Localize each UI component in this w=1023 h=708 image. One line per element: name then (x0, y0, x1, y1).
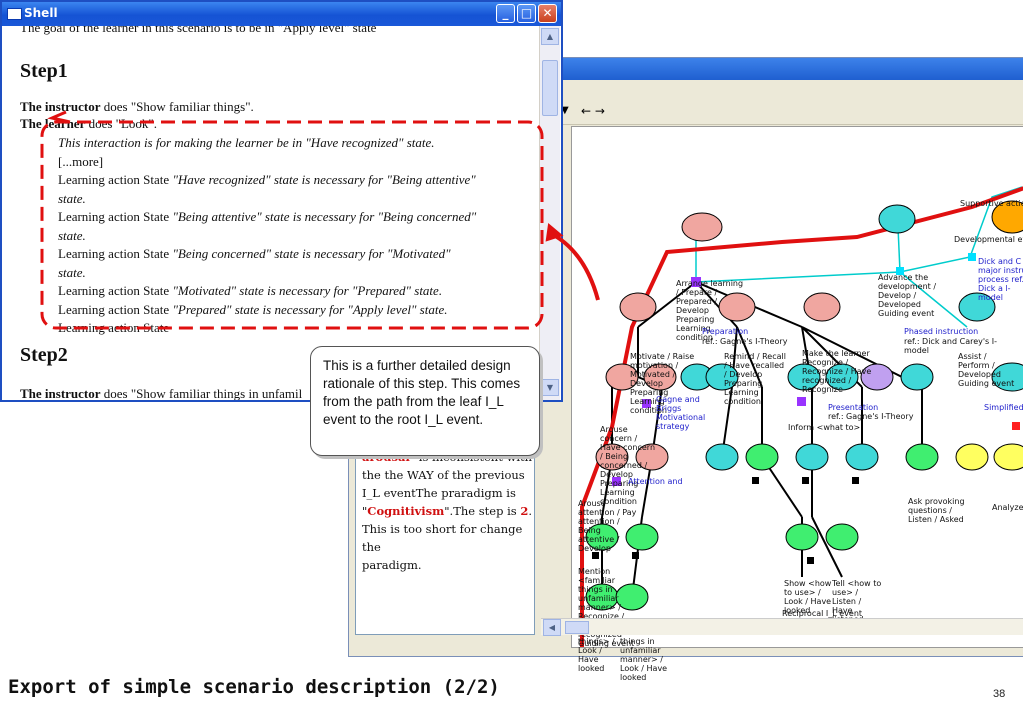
scroll-down-button[interactable]: ▼ (541, 379, 559, 396)
rationale-line: This interaction is for making the learn… (58, 135, 435, 150)
node-label-preparation: Preparation (702, 327, 749, 336)
rationale-line: Learning action State "Being concerned" … (58, 246, 451, 261)
instructor-line: The instructor does "Show familiar thing… (20, 99, 254, 114)
rationale-line: state. (58, 264, 86, 280)
vertical-scrollbar[interactable]: ▲ ▼ (539, 26, 560, 400)
scenario-graph-canvas[interactable]: Supportive action Developmental event Di… (571, 126, 1023, 682)
horizontal-scrollbar[interactable]: ◀ (541, 618, 1023, 636)
node-label-devevent: Developmental event (954, 235, 1023, 244)
page-number: 38 (993, 688, 1006, 700)
node-label-presentation: Presentation (828, 403, 879, 412)
dashed-highlight-box (40, 120, 544, 330)
rationale-line: Learning action State "Being attentive" … (58, 209, 477, 224)
panel-line-3: I_L eventThe praradigm is (362, 486, 516, 500)
shell-window: Shell _ □ ✕ The goal of the learner in t… (0, 0, 563, 402)
window-title: Shell (24, 6, 58, 20)
rationale-line: state. (58, 227, 86, 243)
panel-line-6: paradigm. (362, 558, 422, 572)
small-arrow-icon (47, 110, 71, 124)
editor-toolbar: ▼ ← → (559, 102, 1023, 125)
node-label-make: Make the learner Recognize / Recognize /… (802, 349, 872, 394)
arrow-head-icon (545, 222, 564, 242)
scroll-thumb[interactable] (542, 60, 558, 116)
scroll-left-button[interactable]: ◀ (543, 619, 561, 636)
step1-heading: Step1 (20, 60, 68, 82)
window-icon (7, 8, 22, 20)
node-label-advance: Advance the development / Develop / Deve… (878, 273, 937, 318)
scenario-graph (580, 186, 1023, 647)
link-arrow (547, 230, 600, 301)
panel-line-5: This is too short for change the (362, 522, 523, 554)
rationale-line: Learning action State "Prepared" state i… (58, 301, 448, 317)
scroll-up-button[interactable]: ▲ (541, 28, 559, 45)
rationale-line: state. (58, 190, 86, 206)
step2-heading: Step2 (20, 344, 68, 366)
node-label-simplified: Simplified (984, 403, 1023, 412)
rationale-list: This interaction is for making the learn… (58, 134, 476, 338)
node-label-askprov: Ask provoking questions / Listen / Asked (908, 497, 965, 524)
node-label-gagnebriggs: Gagne and Briggs Motivational strategy (656, 395, 706, 431)
node-label-inform: Inform <what to> (788, 423, 861, 432)
node-label-analyze: Analyze (992, 503, 1023, 512)
node-label-assist: Assist / Perform / Developed Guiding eve… (958, 352, 1015, 388)
dropdown-arrow-icon[interactable]: ▼ (561, 105, 569, 116)
instructor-line-2: The instructor does "Show familiar thing… (20, 386, 303, 400)
node-label-dickref: ref.: Dick and Carey's I-model (904, 337, 998, 355)
node-label-reciprocal: Reciprocal I_L event (782, 609, 863, 618)
minimize-button[interactable]: _ (496, 4, 515, 23)
node-label-gagne1: ref.: Gagne's I-Theory (702, 337, 788, 346)
close-button[interactable]: ✕ (538, 4, 557, 23)
node-label-show3: Show <how to use> / Look / Have looked (784, 579, 832, 615)
goal-line: The goal of the learner in this scenario… (20, 26, 377, 35)
highlight-path (580, 186, 1023, 647)
node-label-supportive: Supportive action (960, 199, 1023, 208)
shell-titlebar: Shell _ □ ✕ (2, 2, 561, 26)
node-label-arouse2: Arouse attention / Pay attention / Being… (578, 499, 637, 553)
nav-arrows[interactable]: ← → (581, 104, 605, 118)
node-label-arouse: Arouse concern / Have concern / Being co… (600, 425, 656, 506)
node-label-attention: Attention and (628, 477, 683, 486)
more-link[interactable]: [...more] (58, 153, 104, 169)
maximize-button[interactable]: □ (517, 4, 536, 23)
node-label-phased: Phased instruction (904, 327, 979, 336)
rationale-line: Learning action State (58, 320, 170, 335)
panel-line-2: the the WAY of the previous (362, 468, 525, 482)
node-label-remind: Remind / Recall / Have recalled / Develo… (724, 352, 786, 406)
rationale-line: Learning action State "Have recognized" … (58, 172, 476, 187)
shell-content: The goal of the learner in this scenario… (2, 26, 539, 400)
node-label-motivate: Motivate / Raise motivation / Motivated … (630, 352, 695, 415)
panel-line-4: "Cognitivism".The step is 2. (362, 504, 533, 518)
slide-title: Export of simple scenario description (2… (8, 676, 500, 698)
scroll-thumb[interactable] (565, 621, 589, 634)
rationale-line: Learning action State "Motivated" state … (58, 283, 443, 298)
annotation-callout: This is a further detailed design ration… (310, 346, 540, 456)
node-label-arrange: Arrange learning / Prepare / Prepared / … (676, 279, 744, 342)
node-label-dick: Dick and C major instru process ref.: Di… (978, 257, 1023, 302)
node-label-gagne2: ref.: Gagne's I-Theory (828, 412, 914, 421)
